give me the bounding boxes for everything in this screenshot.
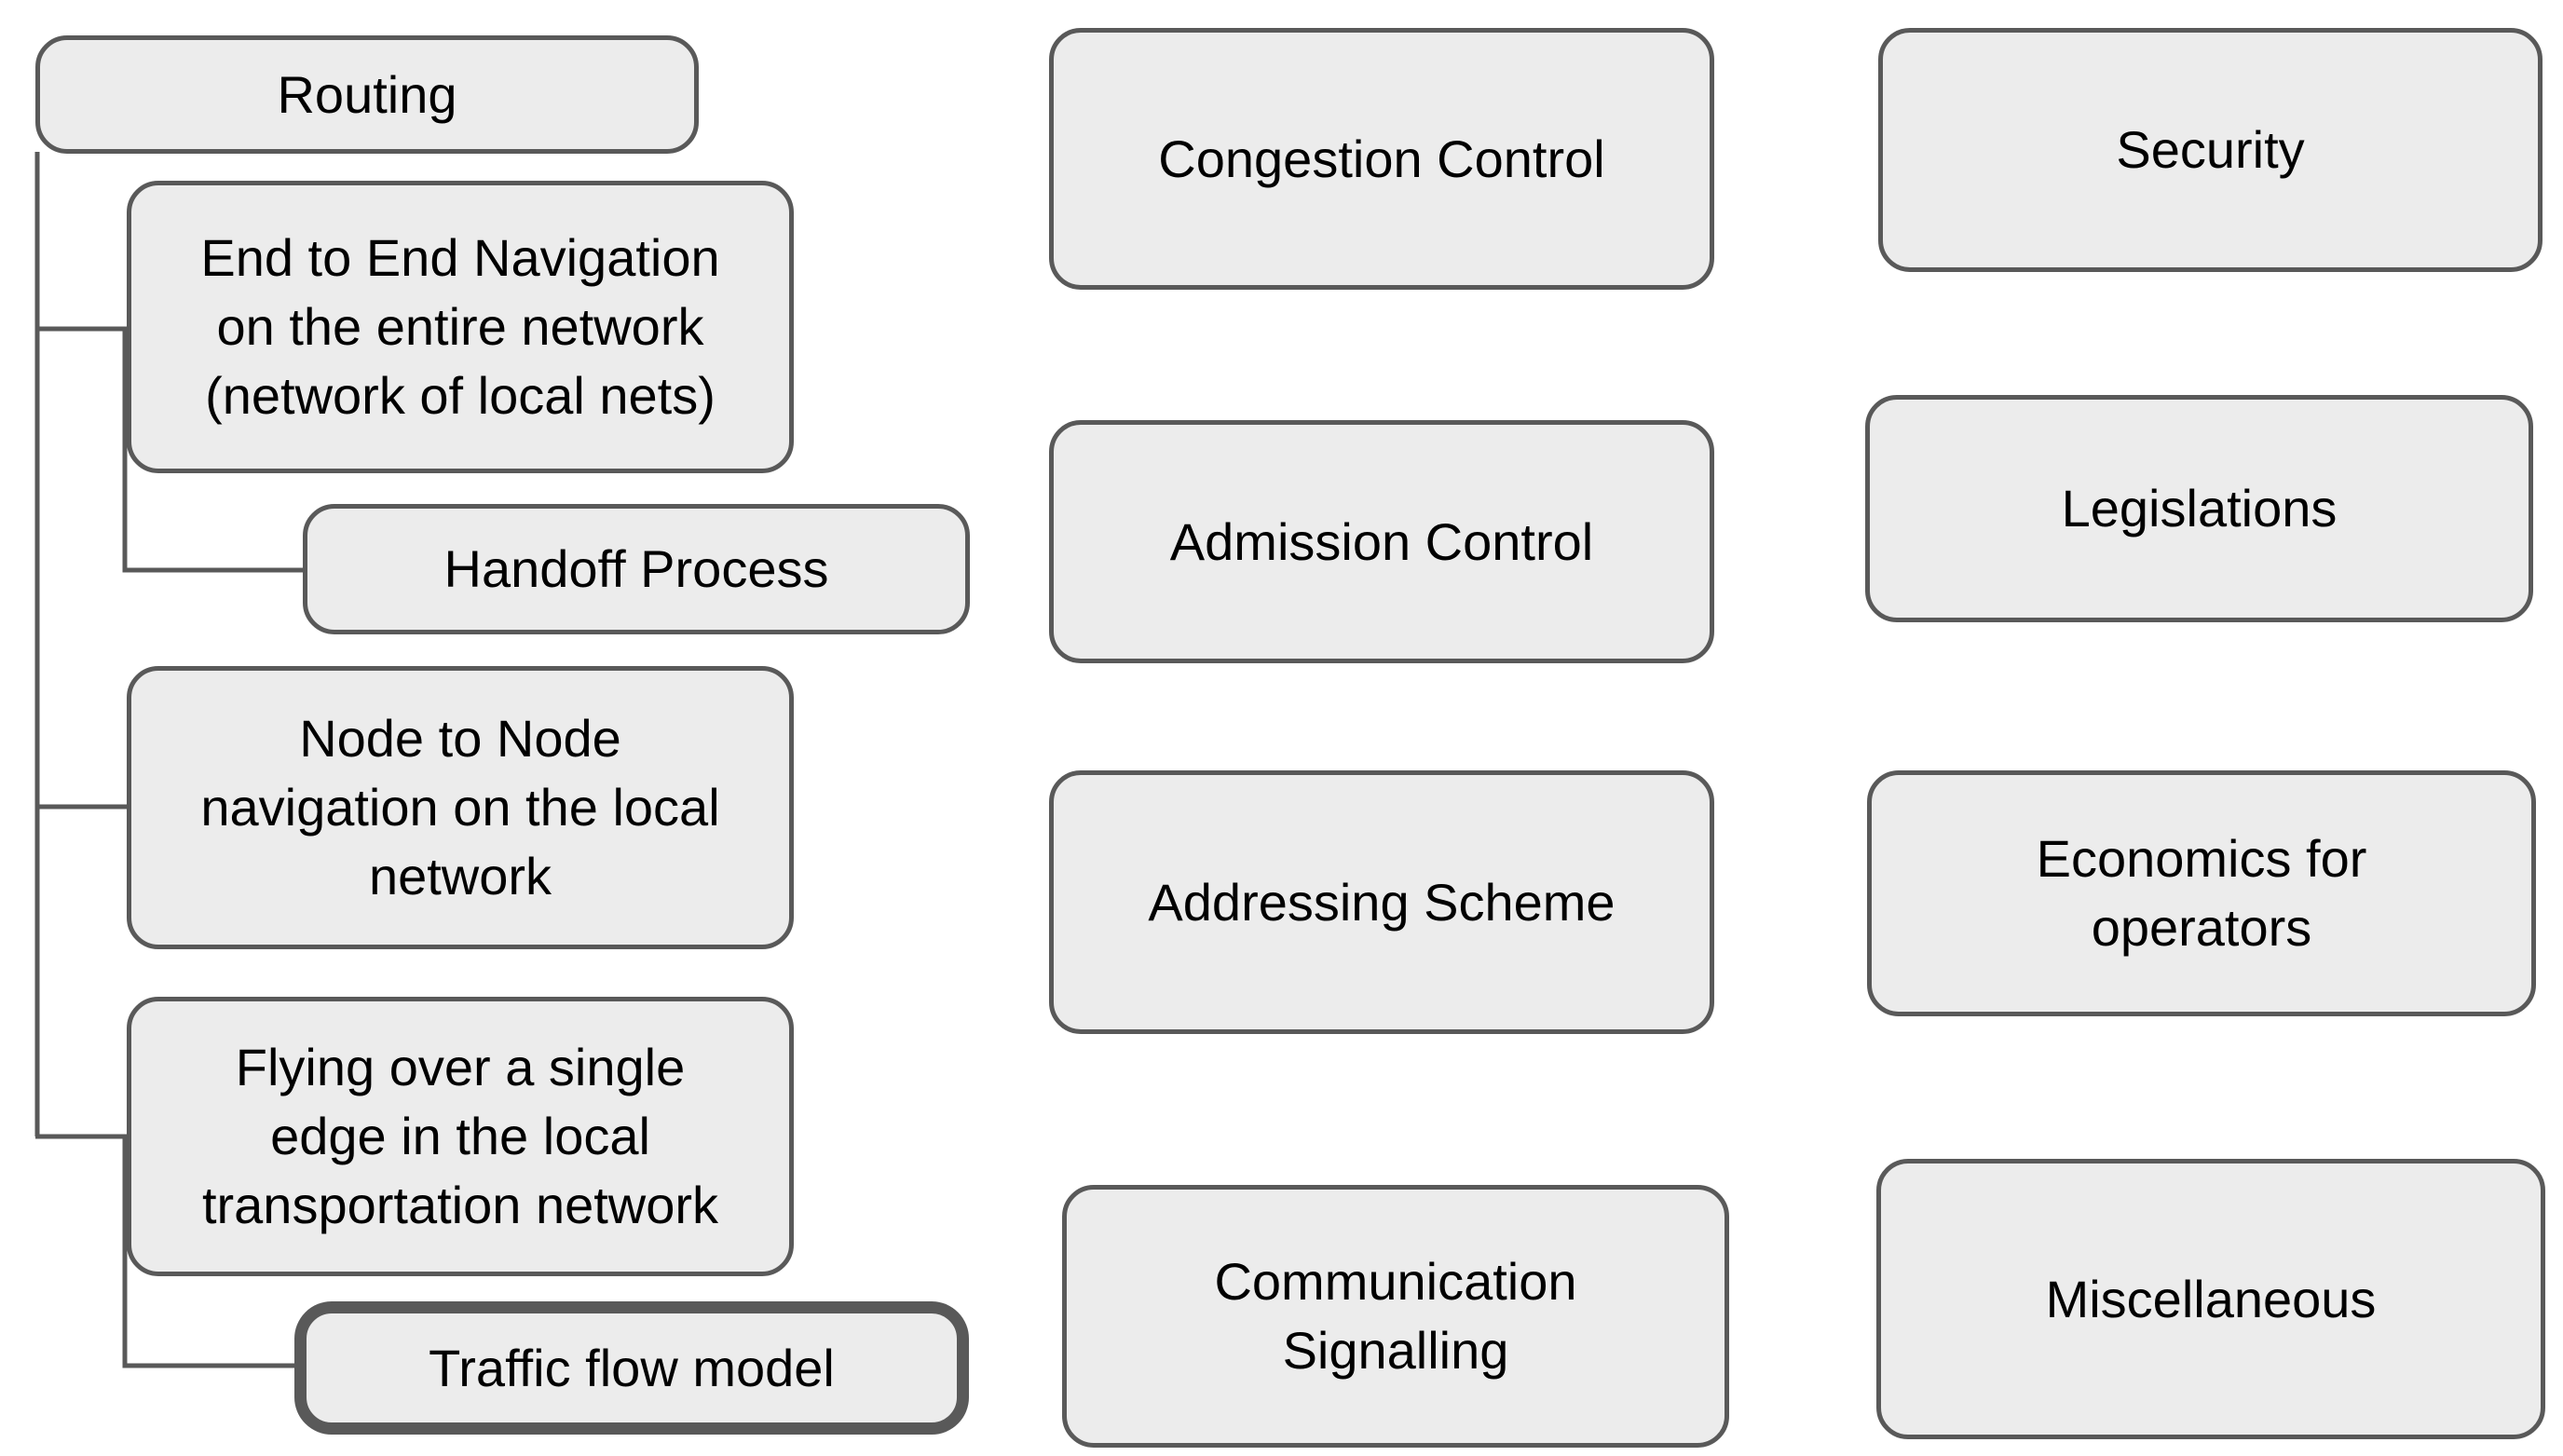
node-addressing-scheme-label: Addressing Scheme bbox=[1148, 872, 1616, 932]
node-flying-single-edge: Flying over a single edge in the local t… bbox=[127, 997, 794, 1276]
node-miscellaneous: Miscellaneous bbox=[1876, 1159, 2545, 1439]
node-end-to-end-navigation: End to End Navigation on the entire netw… bbox=[127, 181, 794, 473]
node-node-to-node-navigation: Node to Node navigation on the local net… bbox=[127, 666, 794, 949]
node-economics-for-operators: Economics for operators bbox=[1867, 770, 2536, 1016]
node-addressing-scheme: Addressing Scheme bbox=[1049, 770, 1714, 1034]
node-legislations-label: Legislations bbox=[2061, 479, 2338, 538]
node-routing: Routing bbox=[35, 35, 699, 154]
node-miscellaneous-label: Miscellaneous bbox=[2045, 1269, 2377, 1328]
branch-traffic bbox=[122, 1136, 300, 1368]
node-flying-single-edge-label: Flying over a single edge in the local t… bbox=[201, 1038, 719, 1234]
node-communication-signalling-label: Communication Signalling bbox=[1214, 1252, 1577, 1380]
node-end-to-end-navigation-label: End to End Navigation on the entire netw… bbox=[200, 228, 720, 425]
node-security-label: Security bbox=[2116, 120, 2305, 180]
node-handoff-process-label: Handoff Process bbox=[443, 539, 829, 599]
branch-handoff bbox=[122, 329, 307, 573]
node-congestion-control-label: Congestion Control bbox=[1158, 129, 1605, 188]
node-traffic-flow-model-label: Traffic flow model bbox=[429, 1338, 835, 1397]
node-admission-control: Admission Control bbox=[1049, 420, 1714, 663]
node-economics-for-operators-label: Economics for operators bbox=[2036, 829, 2367, 957]
node-handoff-process: Handoff Process bbox=[303, 504, 970, 634]
node-security: Security bbox=[1878, 28, 2543, 272]
node-communication-signalling: Communication Signalling bbox=[1062, 1185, 1729, 1448]
node-congestion-control: Congestion Control bbox=[1049, 28, 1714, 290]
node-routing-label: Routing bbox=[277, 64, 457, 124]
node-node-to-node-navigation-label: Node to Node navigation on the local net… bbox=[200, 709, 720, 905]
node-admission-control-label: Admission Control bbox=[1169, 511, 1594, 571]
node-legislations: Legislations bbox=[1865, 395, 2533, 622]
node-traffic-flow-model: Traffic flow model bbox=[294, 1301, 969, 1435]
